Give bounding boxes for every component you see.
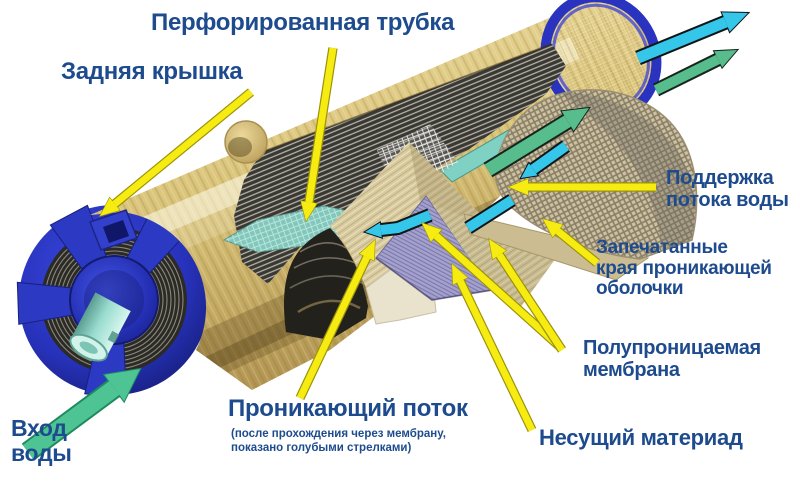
label-flow-support: Поддержка потока воды	[666, 167, 789, 211]
label-sealed-edges: Запечатанные края проникающей оболочки	[596, 237, 772, 300]
membrane-pointer-1	[420, 221, 563, 350]
shell-curl	[224, 120, 268, 164]
flow-arrow-water-inlet-arrow	[21, 367, 142, 461]
label-membrane: Полупроницаемая мембрана	[583, 337, 761, 381]
label-perforated-tube: Перфорированная трубка	[151, 9, 455, 36]
perforated-tube-pointer	[300, 47, 338, 223]
flow-arrows	[21, 11, 751, 461]
flow-arrow-permeate-outlet-arrow	[635, 11, 751, 65]
flow-arrow-feed-flow-arrow	[483, 106, 592, 178]
flow-arrow-permeate-zigzag-c	[362, 208, 433, 239]
label-permeate-note: (после прохождения через мембрану, показ…	[231, 428, 446, 455]
flow-support-pointer	[507, 178, 656, 196]
label-pointer-arrows	[98, 47, 656, 433]
label-water-inlet: Вход воды	[11, 415, 72, 466]
membrane-pointer-2	[488, 237, 566, 353]
sealed-edges-pointer	[541, 218, 600, 267]
flow-arrow-permeate-zigzag-b	[464, 194, 516, 234]
permeate-flow-pointer	[295, 238, 376, 401]
label-carrier-material: Несущий материад	[539, 425, 743, 450]
roll-opening-arch	[283, 228, 368, 340]
flow-arrow-concentrate-outlet-arrow	[652, 48, 740, 97]
end-cap-notch	[89, 209, 138, 251]
label-back-cover: Задняя крышка	[61, 58, 243, 85]
flow-arrow-permeate-zigzag-a	[519, 140, 571, 180]
center-tube-stub	[69, 292, 131, 362]
label-permeate-flow: Проникающий поток	[228, 395, 468, 422]
back-cover-pointer	[98, 88, 254, 217]
carrier-material-pointer	[451, 262, 537, 433]
